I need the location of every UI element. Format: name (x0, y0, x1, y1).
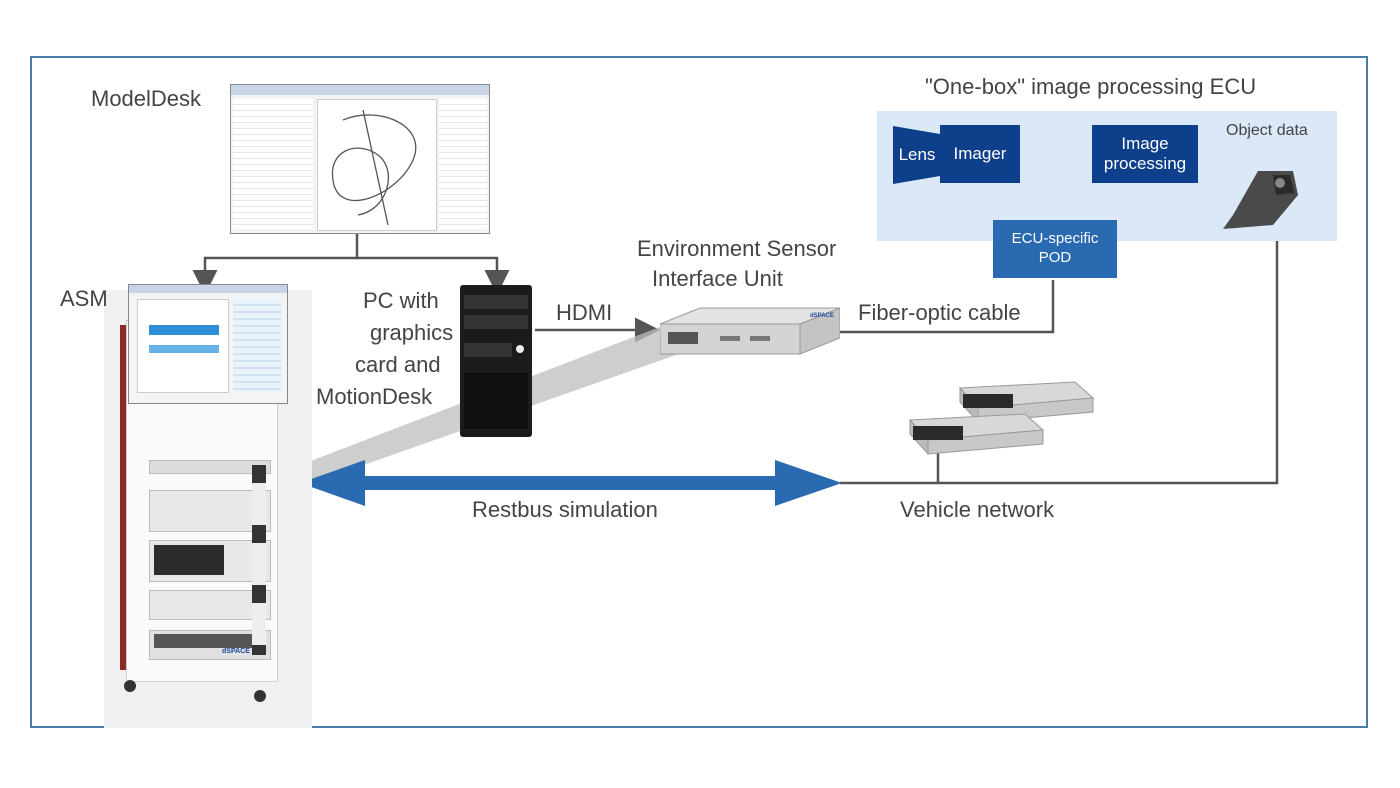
fiber-link (840, 280, 1055, 334)
vehicle-network-label: Vehicle network (900, 497, 1055, 522)
fiber-label: Fiber-optic cable (858, 300, 1021, 325)
vehicle-network-link (840, 232, 1279, 485)
modeldesk-link (192, 232, 359, 295)
pc-label-line-3: card and (355, 352, 441, 377)
imager-label: Imager (953, 143, 1007, 163)
pod-line-1: ECU-specific (1011, 230, 1099, 248)
object-data-label: Object data (1226, 122, 1308, 139)
hdmi-label: HDMI (556, 300, 613, 325)
modeldesk-pc-link (357, 256, 510, 295)
pc-label-line-4: MotionDesk (316, 384, 433, 409)
rack-brand-mark: dSPACE (222, 648, 250, 655)
pc-label-line-2: graphics (370, 320, 454, 345)
modeldesk-screenshot (230, 84, 490, 234)
asm-screenshot (128, 284, 288, 404)
ecu-title: "One-box" image processing ECU (925, 74, 1257, 99)
asm-label: ASM (60, 286, 108, 311)
camera-housing (1218, 165, 1313, 235)
image-processing-line-2: processing (1103, 154, 1187, 173)
image-processing-block: Image processing (1092, 125, 1198, 183)
lens-block: Lens (898, 144, 936, 164)
modeldesk-label: ModelDesk (91, 86, 202, 111)
pod-block: ECU-specific POD (993, 220, 1117, 278)
diagram-frame (30, 56, 1368, 728)
esiu-label-line-1: Environment Sensor (637, 236, 837, 261)
pc-label-line-1: PC with (363, 288, 439, 313)
restbus-arrow (300, 460, 842, 506)
pc-tower (460, 285, 532, 437)
pod-line-2: POD (1038, 249, 1072, 266)
vehicle-ecus (905, 378, 1095, 460)
restbus-label: Restbus simulation (472, 497, 658, 522)
imager-block: Imager (940, 125, 1020, 183)
image-processing-line-1: Image (1121, 133, 1169, 153)
esiu-device: dSPACE (659, 306, 841, 358)
esiu-brand-mark: dSPACE (810, 313, 834, 319)
esiu-label-line-2: Interface Unit (652, 266, 783, 291)
